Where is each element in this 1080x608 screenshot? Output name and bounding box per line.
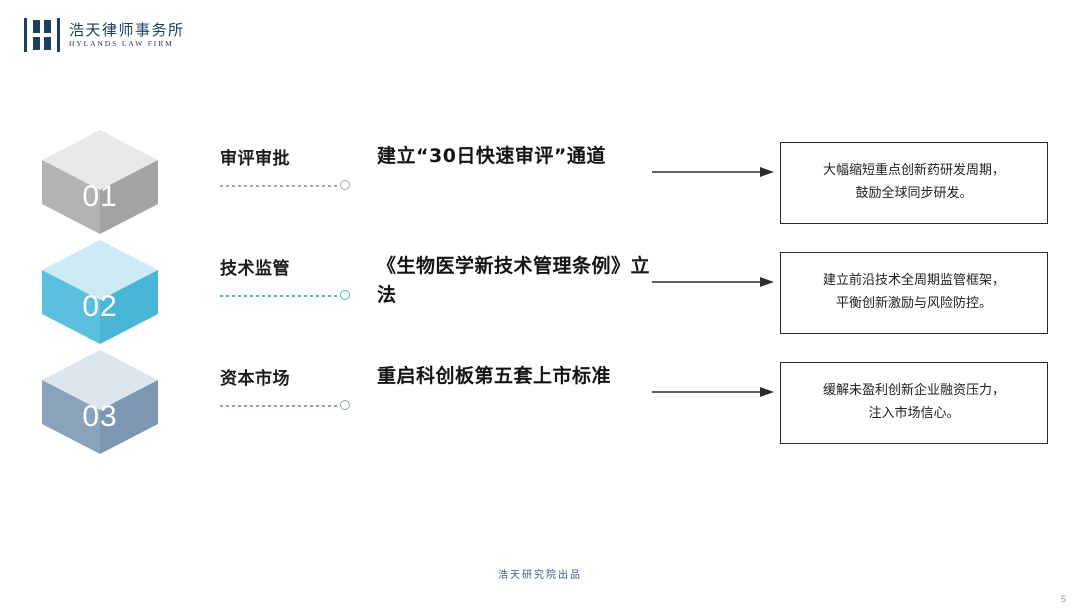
step-cube: 02 (40, 238, 160, 346)
connector-endpoint-circle-icon (340, 400, 350, 410)
footer-credit: 浩天研究院出品 (498, 570, 582, 581)
policy-statement: 建立“30日快速审评”通道 (377, 145, 606, 167)
category-group: 审评审批 (220, 144, 355, 190)
dotted-connector (220, 185, 338, 187)
roadmap-rows: 01 审评审批 建立“30日快速审评”通道 大幅缩短重点创新药研发周期， 鼓励全… (0, 128, 1080, 458)
roadmap-row: 02 技术监管 《生物医学新技术管理条例》立法 建立前沿技术全周期监管框架， 平… (0, 238, 1080, 348)
cube-left-face (42, 380, 100, 454)
policy-statement: 《生物医学新技术管理条例》立法 (377, 255, 651, 306)
step-number: 01 (82, 180, 118, 213)
outcome-text: 大幅缩短重点创新药研发周期， 鼓励全球同步研发。 (823, 160, 1005, 206)
connector-endpoint-circle-icon (340, 290, 350, 300)
arrow-right-icon (652, 277, 774, 287)
outcome-line-1: 大幅缩短重点创新药研发周期， (822, 163, 1005, 179)
policy-statement: 重启科创板第五套上市标准 (377, 365, 612, 387)
step-cube: 03 (40, 348, 160, 456)
cube-right-face (100, 380, 158, 454)
brand-name-en: HYLANDS LAW FIRM (69, 38, 174, 48)
outcome-box: 建立前沿技术全周期监管框架， 平衡创新激励与风险防控。 (780, 252, 1048, 334)
connector-endpoint-circle-icon (340, 180, 350, 190)
outcome-text: 缓解未盈利创新企业融资压力， 注入市场信心。 (823, 380, 1005, 426)
step-number: 03 (82, 400, 118, 433)
category-group: 资本市场 (220, 364, 355, 410)
category-label: 资本市场 (220, 369, 290, 389)
category-group: 技术监管 (220, 254, 355, 300)
category-label: 审评审批 (220, 149, 290, 169)
step-number: 02 (82, 290, 118, 323)
roadmap-row: 03 资本市场 重启科创板第五套上市标准 缓解未盈利创新企业融资压力， 注入市场… (0, 348, 1080, 458)
brand-logo-text: 浩天律师事务所 HYLANDS LAW FIRM (69, 22, 185, 48)
cube-left-face (42, 270, 100, 344)
roadmap-row: 01 审评审批 建立“30日快速审评”通道 大幅缩短重点创新药研发周期， 鼓励全… (0, 128, 1080, 238)
brand-logo: 浩天律师事务所 HYLANDS LAW FIRM (24, 18, 185, 52)
step-cube: 01 (40, 128, 160, 236)
hylands-h-mark-icon (24, 18, 60, 52)
outcome-text: 建立前沿技术全周期监管框架， 平衡创新激励与风险防控。 (823, 270, 1005, 316)
outcome-line-1: 缓解未盈利创新企业融资压力， (822, 383, 1005, 399)
dotted-connector (220, 405, 338, 407)
cube-left-face (42, 160, 100, 234)
outcome-line-1: 建立前沿技术全周期监管框架， (822, 273, 1005, 289)
brand-name-cn: 浩天律师事务所 (69, 21, 185, 40)
cube-right-face (100, 160, 158, 234)
outcome-box: 大幅缩短重点创新药研发周期， 鼓励全球同步研发。 (780, 142, 1048, 224)
category-label: 技术监管 (220, 259, 290, 279)
page-number: 5 (1060, 594, 1066, 604)
outcome-box: 缓解未盈利创新企业融资压力， 注入市场信心。 (780, 362, 1048, 444)
cube-right-face (100, 270, 158, 344)
outcome-line-2: 注入市场信心。 (868, 406, 960, 421)
arrow-right-icon (652, 387, 774, 397)
outcome-line-2: 平衡创新激励与风险防控。 (835, 296, 992, 311)
arrow-right-icon (652, 167, 774, 177)
outcome-line-2: 鼓励全球同步研发。 (855, 186, 973, 201)
dotted-connector (220, 295, 338, 297)
